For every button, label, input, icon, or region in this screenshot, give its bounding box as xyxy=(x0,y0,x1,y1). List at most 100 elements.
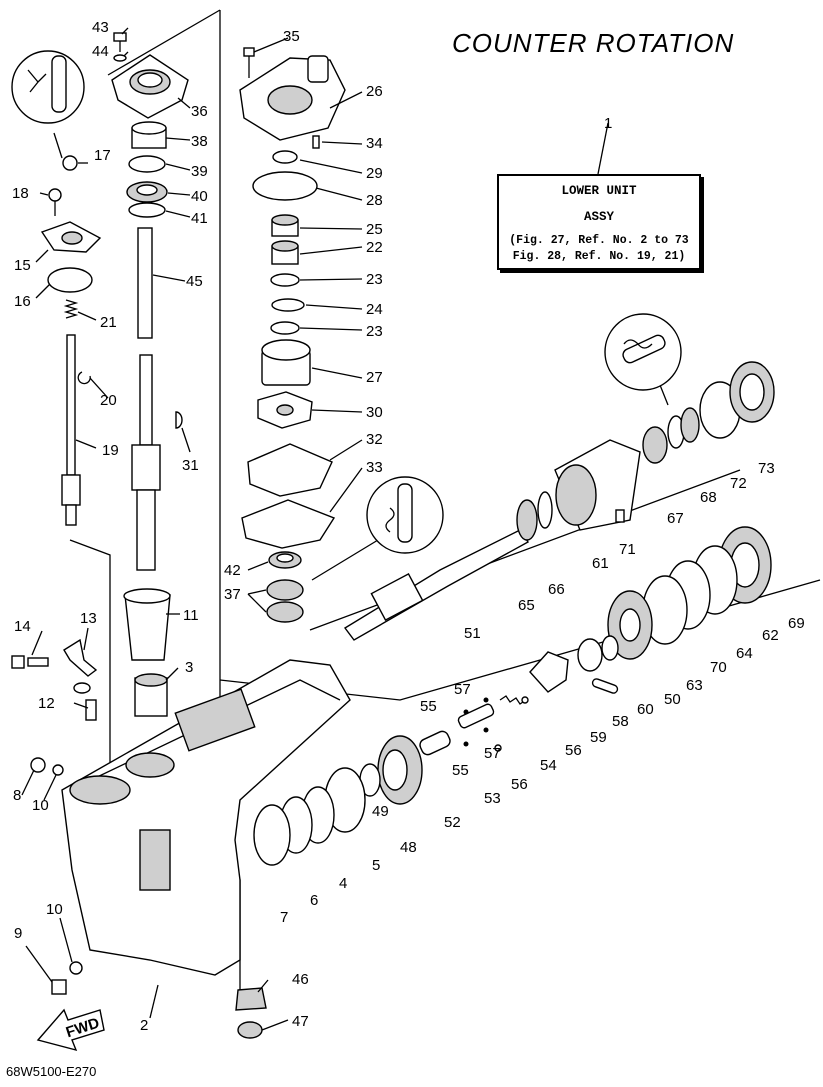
callout-40: 40 xyxy=(191,188,208,205)
callout-30: 30 xyxy=(366,404,383,421)
callout-35: 35 xyxy=(283,28,300,45)
part-53-slider xyxy=(457,703,495,729)
callout-70: 70 xyxy=(710,659,727,676)
part-15-bracket xyxy=(40,221,102,253)
callout-72: 72 xyxy=(730,475,747,492)
part-10-gasket-top xyxy=(52,764,64,776)
callout-32: 32 xyxy=(366,431,383,448)
callout-63: 63 xyxy=(686,677,703,694)
part-3-bearing xyxy=(134,673,168,717)
part-12-washer xyxy=(73,682,91,694)
part-63-gear xyxy=(607,590,653,660)
callout-34: 34 xyxy=(366,135,383,152)
callout-49: 49 xyxy=(372,803,389,820)
diagram-title: COUNTER ROTATION xyxy=(452,28,735,58)
detail-bubble-right-mid xyxy=(366,476,444,554)
callout-10-a: 10 xyxy=(32,797,49,814)
detail-bubble-left xyxy=(11,50,85,124)
part-61-bearing-housing xyxy=(554,439,641,531)
callout-55-a: 55 xyxy=(420,698,437,715)
callout-64: 64 xyxy=(736,645,753,662)
callout-55-b: 55 xyxy=(452,762,469,779)
callout-56-b: 56 xyxy=(511,776,528,793)
callout-4: 4 xyxy=(339,875,347,892)
callout-65: 65 xyxy=(518,597,535,614)
callout-14: 14 xyxy=(14,618,31,635)
part-12-bolt xyxy=(85,699,97,721)
part-68-seals xyxy=(667,407,700,449)
assembly-info-box: LOWER UNIT ASSY (Fig. 27, Ref. No. 2 to … xyxy=(497,174,701,270)
part-73-nut xyxy=(729,361,775,423)
callout-68: 68 xyxy=(700,489,717,506)
part-54-spring xyxy=(499,695,527,705)
part-26-pump-housing xyxy=(239,55,346,141)
callout-33: 33 xyxy=(366,459,383,476)
callout-21: 21 xyxy=(100,314,117,331)
part-55-ball-b xyxy=(463,741,469,747)
part-29-o-ring xyxy=(272,150,298,164)
part-33-gasket xyxy=(241,499,336,549)
part-23-gasket-a xyxy=(270,273,300,287)
callout-37: 37 xyxy=(224,586,241,603)
callout-11: 11 xyxy=(183,607,199,624)
detail-bubble-right-top xyxy=(604,313,682,391)
callout-67: 67 xyxy=(667,510,684,527)
part-65-washer xyxy=(516,499,538,541)
part-11-sleeve xyxy=(123,588,171,661)
part-58-pin xyxy=(591,678,619,694)
part-44-washer xyxy=(113,54,127,62)
callout-66: 66 xyxy=(548,581,565,598)
part-30-impeller xyxy=(257,391,313,429)
callout-45: 45 xyxy=(186,273,203,290)
callout-52: 52 xyxy=(444,814,461,831)
callout-23-b: 23 xyxy=(366,323,383,340)
callout-58: 58 xyxy=(612,713,629,730)
callout-15: 15 xyxy=(14,257,31,274)
part-24-plate xyxy=(271,298,305,312)
callout-29: 29 xyxy=(366,165,383,182)
callout-51: 51 xyxy=(464,625,481,642)
callout-1: 1 xyxy=(604,115,612,132)
part-8-plug xyxy=(30,757,46,773)
part-20-clip xyxy=(77,371,91,385)
callout-42: 42 xyxy=(224,562,241,579)
callout-16: 16 xyxy=(14,293,31,310)
part-18-screw xyxy=(48,188,62,216)
callout-9: 9 xyxy=(14,925,22,942)
callout-62: 62 xyxy=(762,627,779,644)
callout-18: 18 xyxy=(12,185,29,202)
part-71-bolt xyxy=(615,509,625,523)
part-23-gasket-b xyxy=(270,321,300,335)
part-41-o-ring xyxy=(128,202,166,218)
callout-27: 27 xyxy=(366,369,383,386)
part-25-insert xyxy=(271,214,299,237)
callout-36: 36 xyxy=(191,103,208,120)
callout-17: 17 xyxy=(94,147,111,164)
diagram-code: 68W5100-E270 xyxy=(6,1064,97,1079)
callout-25: 25 xyxy=(366,221,383,238)
callout-43: 43 xyxy=(92,19,109,36)
part-42-seal xyxy=(268,551,302,569)
fwd-arrow: FWD xyxy=(36,1008,105,1052)
callout-39: 39 xyxy=(191,163,208,180)
callout-31: 31 xyxy=(182,457,199,474)
part-39-shim xyxy=(128,155,166,173)
callout-22: 22 xyxy=(366,239,383,256)
part-55-ball-a xyxy=(463,709,469,715)
callout-44: 44 xyxy=(92,43,109,60)
callout-46: 46 xyxy=(292,971,309,988)
callout-48: 48 xyxy=(400,839,417,856)
callout-38: 38 xyxy=(191,133,208,150)
part-56-ball-b xyxy=(494,744,502,752)
callout-73: 73 xyxy=(758,460,775,477)
part-37-bearing xyxy=(266,579,304,623)
part-60-washer xyxy=(601,635,619,661)
assy-line-3: (Fig. 27, Ref. No. 2 to 73 xyxy=(509,234,689,247)
part-66-shim xyxy=(537,491,553,529)
callout-numbers: 1 2 3 4 5 6 7 8 9 10 10 11 12 13 14 15 1… xyxy=(12,19,805,1034)
callout-23-a: 23 xyxy=(366,271,383,288)
assy-line-4: Fig. 28, Ref. No. 19, 21) xyxy=(512,250,686,263)
callout-2: 2 xyxy=(140,1017,148,1034)
assy-line-1: LOWER UNIT xyxy=(561,184,637,198)
